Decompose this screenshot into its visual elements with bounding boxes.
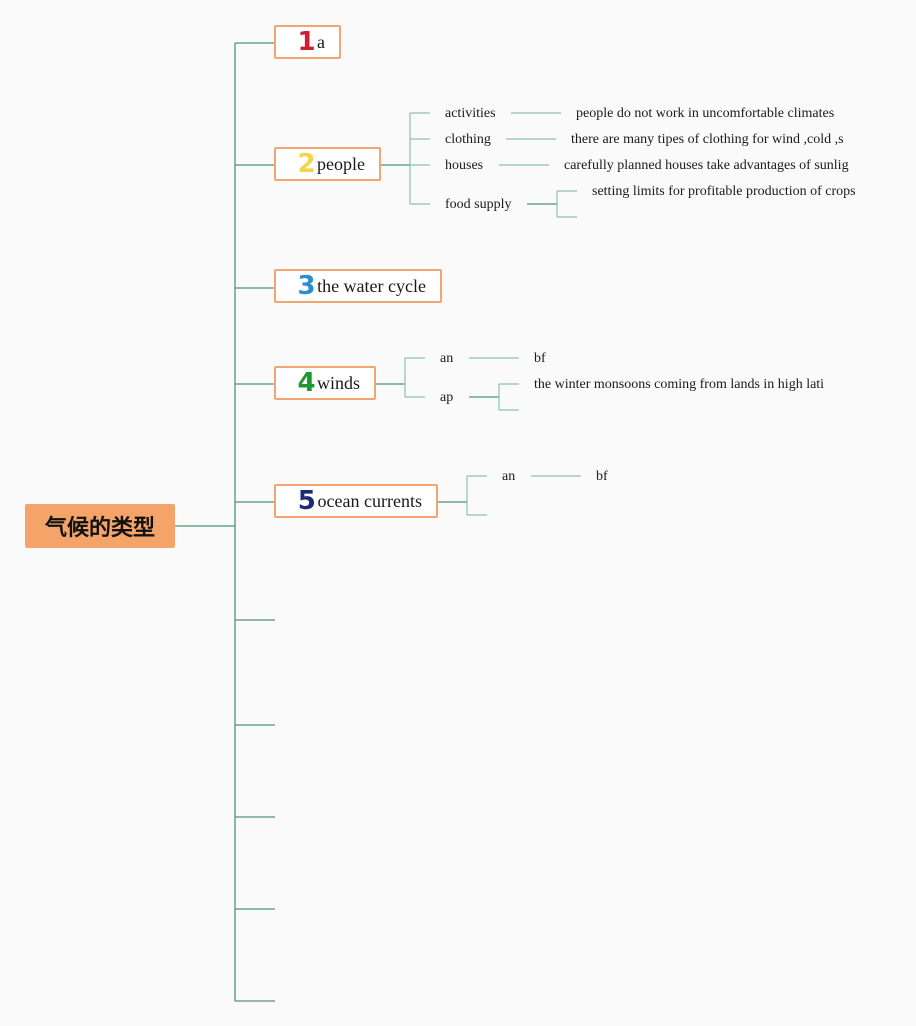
subtopic-winds-ap[interactable]: ap — [440, 390, 454, 405]
central-topic-label: 气候的类型 — [44, 516, 155, 541]
note-winds-ap[interactable]: the winter monsoons coming from lands in… — [534, 377, 825, 392]
topic-label: people — [317, 153, 365, 174]
topic-label: the water cycle — [317, 275, 426, 296]
subtopic-ocean-an[interactable]: an — [502, 469, 516, 484]
topic-people[interactable]: 2 people — [274, 147, 381, 181]
subtopic-winds-an[interactable]: an — [440, 351, 454, 366]
number-4-icon: 4 — [297, 368, 316, 398]
note-clothing[interactable]: there are many tipes of clothing for win… — [571, 132, 844, 147]
note-food-supply[interactable]: setting limits for profitable production… — [592, 184, 856, 199]
number-3-icon: 3 — [297, 271, 316, 301]
topic-label: winds — [316, 372, 360, 393]
subtopic-activities[interactable]: activities — [445, 106, 496, 121]
number-1-icon: 1 — [297, 27, 316, 57]
note-activities[interactable]: people do not work in uncomfortable clim… — [576, 106, 835, 121]
number-5-icon: 5 — [297, 486, 316, 516]
topic-ocean-currents[interactable]: 5 ocean currents — [274, 484, 438, 518]
subtopic-clothing[interactable]: clothing — [445, 132, 491, 147]
central-topic[interactable]: 气候的类型 — [25, 504, 175, 548]
topic-water-cycle[interactable]: 3 the water cycle — [274, 269, 442, 303]
note-ocean-an[interactable]: bf — [596, 469, 608, 484]
note-houses[interactable]: carefully planned houses take advantages… — [564, 158, 849, 173]
topic-winds[interactable]: 4 winds — [274, 366, 376, 400]
note-winds-an[interactable]: bf — [534, 351, 546, 366]
subtopic-food-supply[interactable]: food supply — [445, 197, 512, 212]
topic-a[interactable]: 1 a — [274, 25, 341, 59]
number-2-icon: 2 — [297, 149, 316, 179]
topic-label: ocean currents — [317, 490, 422, 511]
topic-label: a — [317, 31, 325, 52]
subtopic-houses[interactable]: houses — [445, 158, 484, 173]
